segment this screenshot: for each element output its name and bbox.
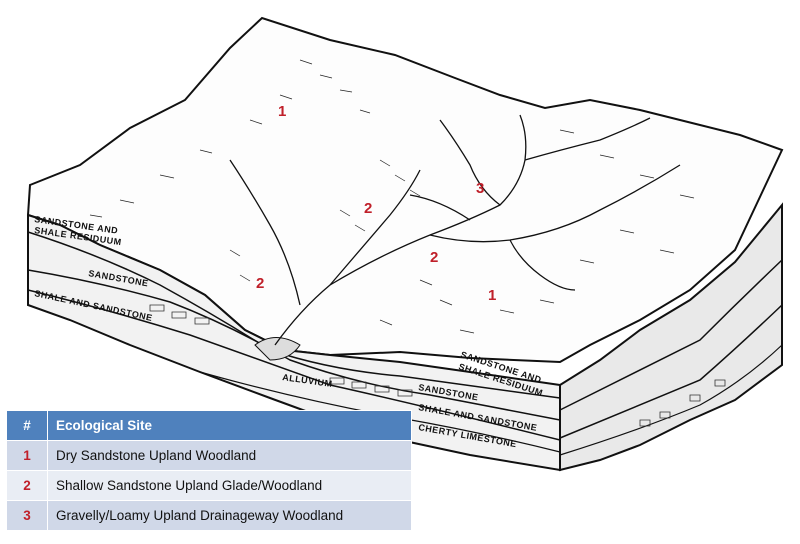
drainage-network: [229, 114, 681, 346]
legend-header-row: # Ecological Site: [6, 410, 412, 441]
legend-header-label: Ecological Site: [47, 410, 412, 441]
front-right-face: [559, 202, 783, 472]
legend-row-label: Gravelly/Loamy Upland Drainageway Woodla…: [47, 500, 412, 531]
site-marker: 2: [364, 200, 372, 217]
site-marker: 1: [278, 103, 286, 120]
alluvium-deposit: [254, 337, 301, 361]
stratum-line: [559, 259, 783, 411]
legend-row: 1 Dry Sandstone Upland Woodland: [6, 440, 412, 471]
site-marker: 3: [476, 180, 484, 197]
stratum-line: [559, 304, 783, 439]
ecological-site-legend: # Ecological Site 1 Dry Sandstone Upland…: [6, 410, 412, 531]
slope-hachures: [89, 59, 695, 334]
site-marker: 2: [256, 275, 264, 292]
legend-row-num: 1: [6, 440, 48, 471]
stratum-line: [27, 231, 561, 399]
stratum-line: [27, 289, 561, 441]
stratum-line: [559, 344, 783, 456]
stratum-line: [27, 269, 561, 421]
rock-texture: [149, 304, 726, 427]
legend-row: 3 Gravelly/Loamy Upland Drainageway Wood…: [6, 500, 412, 531]
legend-header-num: #: [6, 410, 48, 441]
legend-row: 2 Shallow Sandstone Upland Glade/Woodlan…: [6, 470, 412, 501]
legend-row-label: Shallow Sandstone Upland Glade/Woodland: [47, 470, 412, 501]
legend-row-label: Dry Sandstone Upland Woodland: [47, 440, 412, 471]
site-marker: 1: [488, 287, 496, 304]
legend-row-num: 2: [6, 470, 48, 501]
site-marker: 2: [430, 249, 438, 266]
legend-row-num: 3: [6, 500, 48, 531]
